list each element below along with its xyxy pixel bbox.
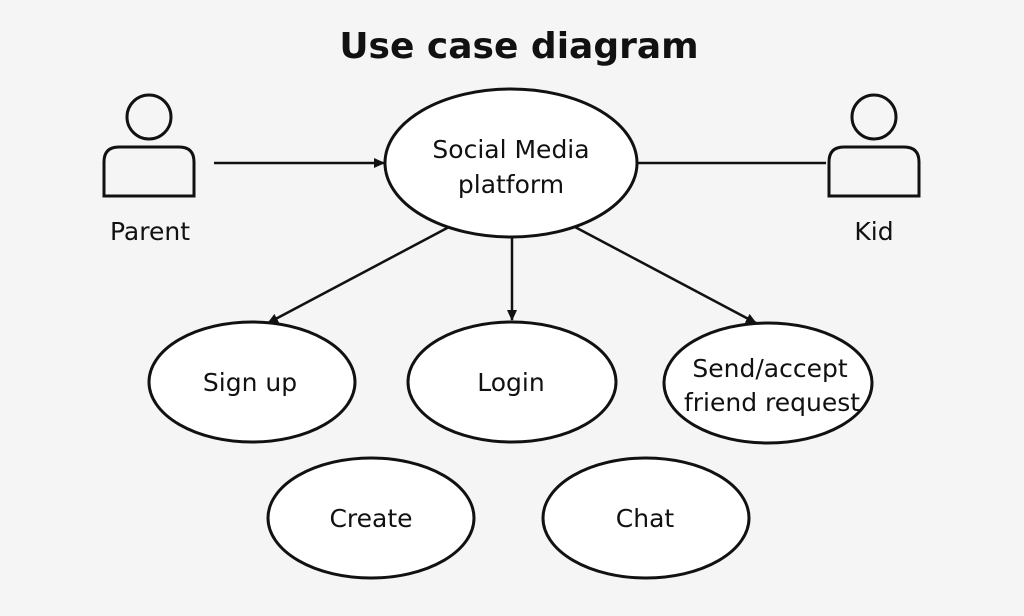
person-icon	[850, 93, 898, 141]
use-case-signup-label: Sign up	[203, 368, 297, 397]
use-case-login: Login	[406, 320, 618, 444]
person-body-icon	[827, 145, 921, 198]
actor-parent-label: Parent	[110, 217, 190, 246]
use-case-friend-request-label-line2: friend request	[684, 388, 860, 417]
person-icon	[125, 93, 173, 141]
use-case-login-ellipse	[406, 320, 618, 444]
use-case-create-ellipse	[266, 456, 476, 580]
use-case-chat-ellipse	[541, 456, 751, 580]
use-case-platform: Social Media platform	[383, 87, 639, 239]
use-case-chat: Chat	[541, 456, 751, 580]
use-case-chat-label: Chat	[616, 504, 675, 533]
actor-kid-label: Kid	[854, 217, 893, 246]
use-case-friend-request-label-line1: Send/accept	[692, 354, 847, 383]
use-case-login-label: Login	[477, 368, 544, 397]
use-case-friend-request-ellipse	[662, 321, 874, 445]
person-body-icon	[102, 145, 196, 198]
use-case-platform-ellipse	[383, 87, 639, 239]
use-case-friend-request: Send/accept friend request	[662, 321, 874, 445]
use-case-create-label: Create	[329, 504, 412, 533]
actor-kid: Kid	[827, 93, 921, 246]
use-case-platform-label-line1: Social Media	[432, 135, 589, 164]
use-case-platform-label-line2: platform	[458, 170, 564, 199]
use-case-create: Create	[266, 456, 476, 580]
use-case-signup-ellipse	[147, 320, 357, 444]
edge-platform-to-friend	[574, 225, 757, 325]
diagram-title: Use case diagram	[339, 26, 698, 67]
actor-parent: Parent	[102, 93, 196, 246]
use-case-signup: Sign up	[147, 320, 357, 444]
edge-platform-to-signup	[267, 225, 450, 325]
